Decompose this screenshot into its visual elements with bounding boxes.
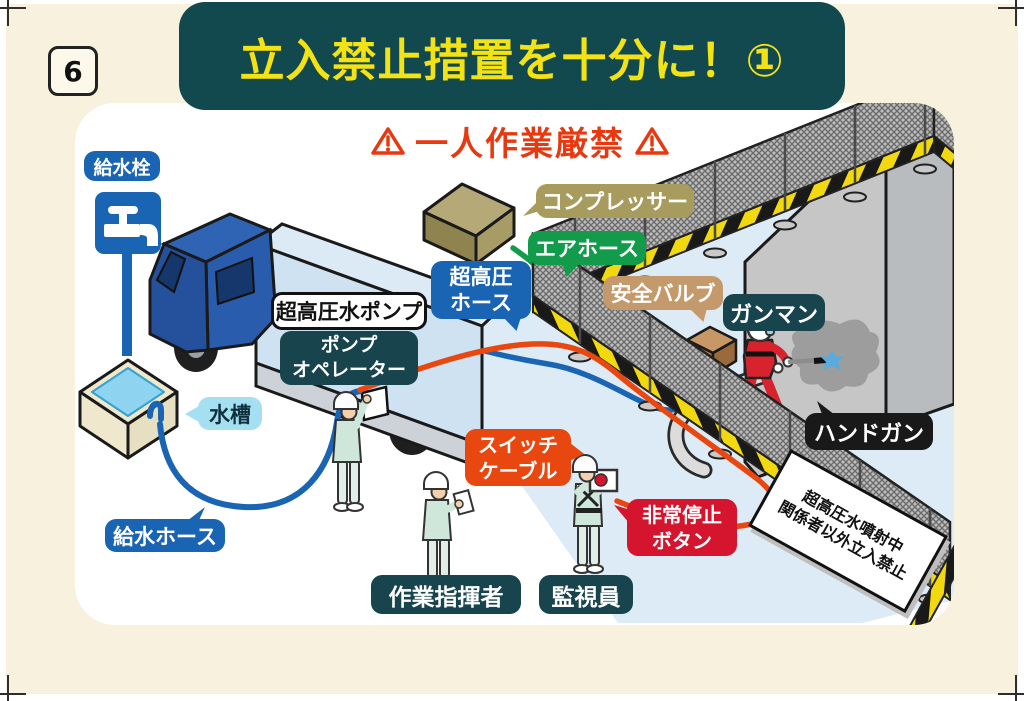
label-watchman: 監視員 [539, 575, 633, 614]
supply-hose-hook [147, 400, 164, 422]
label-water-tap: 給水栓 [84, 151, 160, 181]
label-switch-cable: スイッチ ケーブル [465, 429, 584, 486]
wall-stain [791, 319, 880, 392]
sign-post [908, 541, 954, 625]
water-jet-splash [820, 350, 844, 370]
label-compressor-text: コンプレッサー [541, 190, 689, 214]
label-uhp-hose: 超高圧 ホース [431, 261, 531, 331]
label-air-hose-text: エアホース [535, 237, 639, 261]
label-uhp-pump: 超高圧水ポンプ [271, 292, 427, 330]
label-emergency-stop: 非常停止 ボタン [614, 499, 737, 556]
compressor-box [422, 182, 516, 266]
warning-icon [371, 127, 405, 155]
water-tap-assembly [95, 192, 161, 356]
pump-operator-figure [331, 391, 372, 512]
watchman-figure [572, 454, 619, 574]
work-commander-figure [421, 471, 475, 586]
label-gunman: ガンマン [723, 294, 825, 331]
label-uhp-hose-text: 超高圧 ホース [449, 265, 513, 315]
label-air-hose: エアホース [528, 231, 646, 277]
warning-icon [635, 127, 669, 155]
label-safety-valve-text: 安全バルブ [610, 282, 716, 306]
label-safety-valve: 安全バルブ [603, 276, 723, 322]
page-title: 立入禁止措置を十分に！① [239, 33, 785, 87]
label-compressor: コンプレッサー [523, 184, 694, 218]
label-pump-operator: ポンプ オペレーター [280, 331, 418, 385]
emergency-stop-red-button [594, 473, 608, 487]
building [743, 124, 954, 479]
page-number-badge: 6 [48, 46, 98, 96]
label-switch-cable-text: スイッチ ケーブル [478, 432, 558, 483]
label-water-tank-text: 水槽 [209, 402, 251, 427]
label-pump-operator-text: ポンプ オペレーター [291, 334, 406, 381]
label-handgun-text: ハンドガン [813, 421, 924, 447]
label-work-commander-text: 作業指揮者 [388, 584, 504, 611]
warning-text: 一人作業厳禁 [415, 124, 625, 163]
warning-row: 一人作業厳禁 [348, 118, 692, 164]
label-water-tap-text: 給水栓 [93, 156, 151, 179]
title-banner: 立入禁止措置を十分に！① [179, 2, 845, 110]
label-watchman-text: 監視員 [551, 584, 621, 611]
label-handgun: ハンドガン [805, 401, 933, 450]
label-gunman-text: ガンマン [729, 302, 818, 328]
label-water-tank: 水槽 [185, 397, 262, 430]
label-supply-hose: 給水ホース [105, 507, 225, 552]
label-supply-hose-text: 給水ホース [113, 524, 217, 549]
label-uhp-pump-text: 超高圧水ポンプ [275, 300, 423, 324]
label-work-commander: 作業指揮者 [371, 575, 521, 614]
label-emergency-stop-text: 非常停止 ボタン [642, 502, 722, 553]
